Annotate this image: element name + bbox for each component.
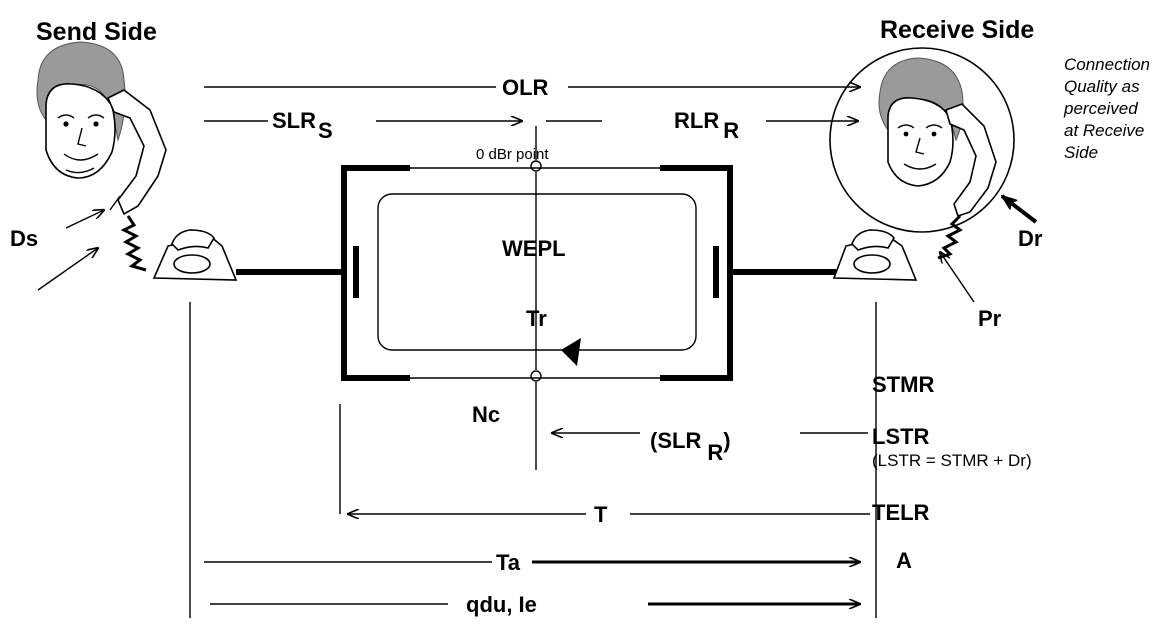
tr-label: Tr	[526, 306, 547, 331]
send-person-icon	[36, 41, 167, 272]
pr-arrow	[940, 252, 975, 303]
connection-quality-note: Connection Quality as perceived at Recei…	[1063, 55, 1150, 162]
ds-arrow-1	[65, 210, 104, 229]
ds-arrow-2	[37, 248, 98, 291]
note-line-3: perceived	[1063, 99, 1138, 118]
note-line-5: Side	[1064, 143, 1098, 162]
dr-arrow	[1002, 194, 1038, 224]
receive-telephone-icon	[832, 229, 918, 281]
wepl-label: WEPL	[502, 236, 566, 261]
network-box	[341, 165, 733, 381]
ds-label: Ds	[10, 226, 38, 251]
lstr-label: LSTR	[872, 424, 930, 449]
note-line-4: at Receive	[1064, 121, 1144, 140]
receive-side-heading: Receive Side	[880, 16, 1034, 44]
a-label: A	[896, 548, 912, 573]
send-telephone-icon	[152, 229, 238, 281]
dr-label: Dr	[1018, 226, 1043, 251]
nc-label: Nc	[472, 402, 500, 427]
pr-label: Pr	[978, 306, 1002, 331]
slr-label: SLRS	[272, 108, 333, 143]
t-label: T	[594, 502, 608, 527]
lstr-formula: (LSTR = STMR + Dr)	[872, 451, 1032, 470]
qdu-ie-label: qdu, Ie	[466, 592, 537, 617]
stmr-label: STMR	[872, 372, 934, 397]
send-side-heading: Send Side	[36, 18, 157, 46]
note-line-2: Quality as	[1064, 77, 1140, 96]
echo-triangle-icon	[561, 338, 581, 366]
ta-label: Ta	[496, 550, 521, 575]
telr-label: TELR	[872, 500, 930, 525]
zero-dbr-label: 0 dBr point	[476, 146, 549, 163]
olr-label: OLR	[502, 75, 549, 100]
note-line-1: Connection	[1064, 55, 1150, 74]
zero-dbr-circle-bottom	[530, 370, 542, 382]
